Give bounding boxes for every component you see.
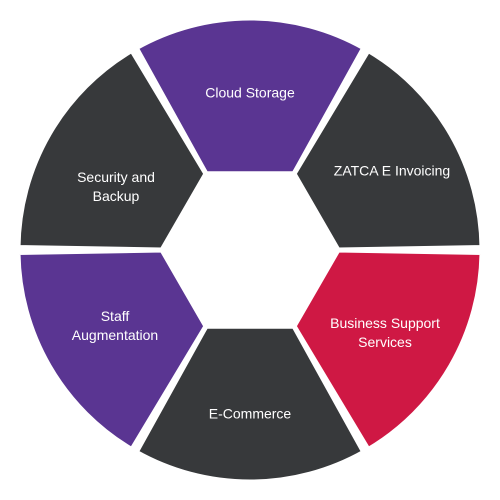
segment-security-and-backup [15, 46, 209, 253]
segment-business-support-services [291, 247, 485, 454]
segment-zatca-e-invoicing [291, 46, 485, 253]
center-hexagon [164, 175, 336, 325]
segment-e-commerce [132, 323, 368, 485]
segment-staff-augmentation [15, 247, 209, 454]
segment-cloud-storage [132, 15, 368, 177]
